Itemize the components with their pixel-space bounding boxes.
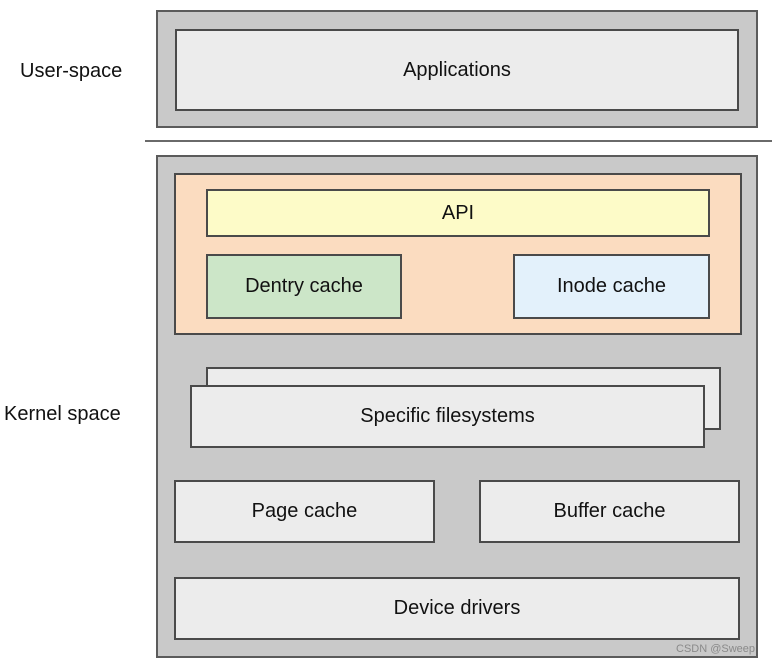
device-drivers-box: Device drivers bbox=[174, 577, 740, 640]
page-cache-box: Page cache bbox=[174, 480, 435, 543]
kernel-space-label: Kernel space bbox=[4, 403, 121, 425]
user-space-label: User-space bbox=[20, 60, 123, 82]
watermark: CSDN @Sweep bbox=[676, 643, 756, 655]
inode-cache-box: Inode cache bbox=[513, 254, 710, 319]
specific-filesystems-box: Specific filesystems bbox=[190, 385, 705, 448]
space-divider bbox=[145, 140, 772, 142]
dentry-cache-box: Dentry cache bbox=[206, 254, 402, 319]
buffer-cache-box: Buffer cache bbox=[479, 480, 740, 543]
applications-box: Applications bbox=[175, 29, 739, 111]
api-box: API bbox=[206, 189, 710, 237]
